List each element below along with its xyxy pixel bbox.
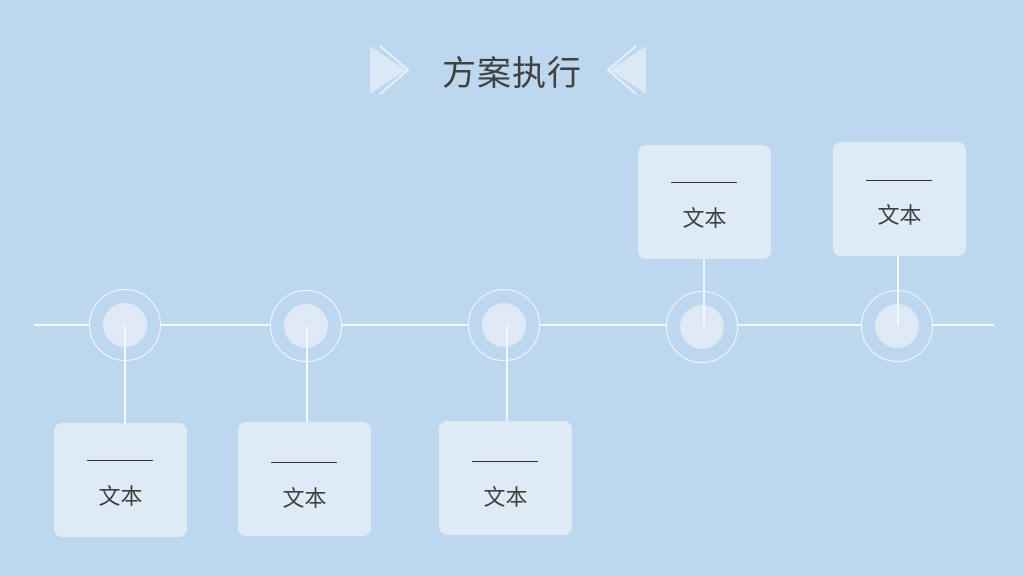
step-card-3: 文本 xyxy=(439,421,572,535)
step-label-1: 文本 xyxy=(98,485,143,510)
timeline-node-dot xyxy=(679,304,724,349)
step-label-2: 文本 xyxy=(282,487,327,512)
step-label-5: 文本 xyxy=(877,204,922,229)
chevron-right-deco-icon xyxy=(370,45,410,95)
timeline-node-5 xyxy=(861,290,933,362)
card-divider xyxy=(671,182,737,184)
step-card-4: 文本 xyxy=(638,145,771,259)
connector-5 xyxy=(897,256,899,291)
page-title: 方案执行 xyxy=(442,54,582,94)
step-card-1: 文本 xyxy=(54,423,187,537)
timeline-node-4 xyxy=(666,291,738,363)
step-label-3: 文本 xyxy=(483,486,528,511)
connector-5-inner xyxy=(897,290,899,326)
connector-3 xyxy=(506,325,508,421)
title-area: 方案执行 xyxy=(0,42,1024,102)
connector-1 xyxy=(124,325,126,423)
card-divider xyxy=(87,460,153,462)
timeline-node-dot xyxy=(283,303,328,348)
timeline-node-dot xyxy=(874,303,919,348)
step-card-5: 文本 xyxy=(833,142,966,256)
chevron-left-deco-icon xyxy=(606,45,646,95)
step-card-2: 文本 xyxy=(238,422,371,536)
card-divider xyxy=(866,180,932,182)
card-divider xyxy=(472,461,538,463)
card-divider xyxy=(271,462,337,464)
timeline-node-3 xyxy=(468,289,540,361)
connector-2 xyxy=(306,326,308,422)
timeline-node-dot xyxy=(481,302,526,347)
connector-4-inner xyxy=(703,291,705,327)
step-label-4: 文本 xyxy=(682,207,727,232)
